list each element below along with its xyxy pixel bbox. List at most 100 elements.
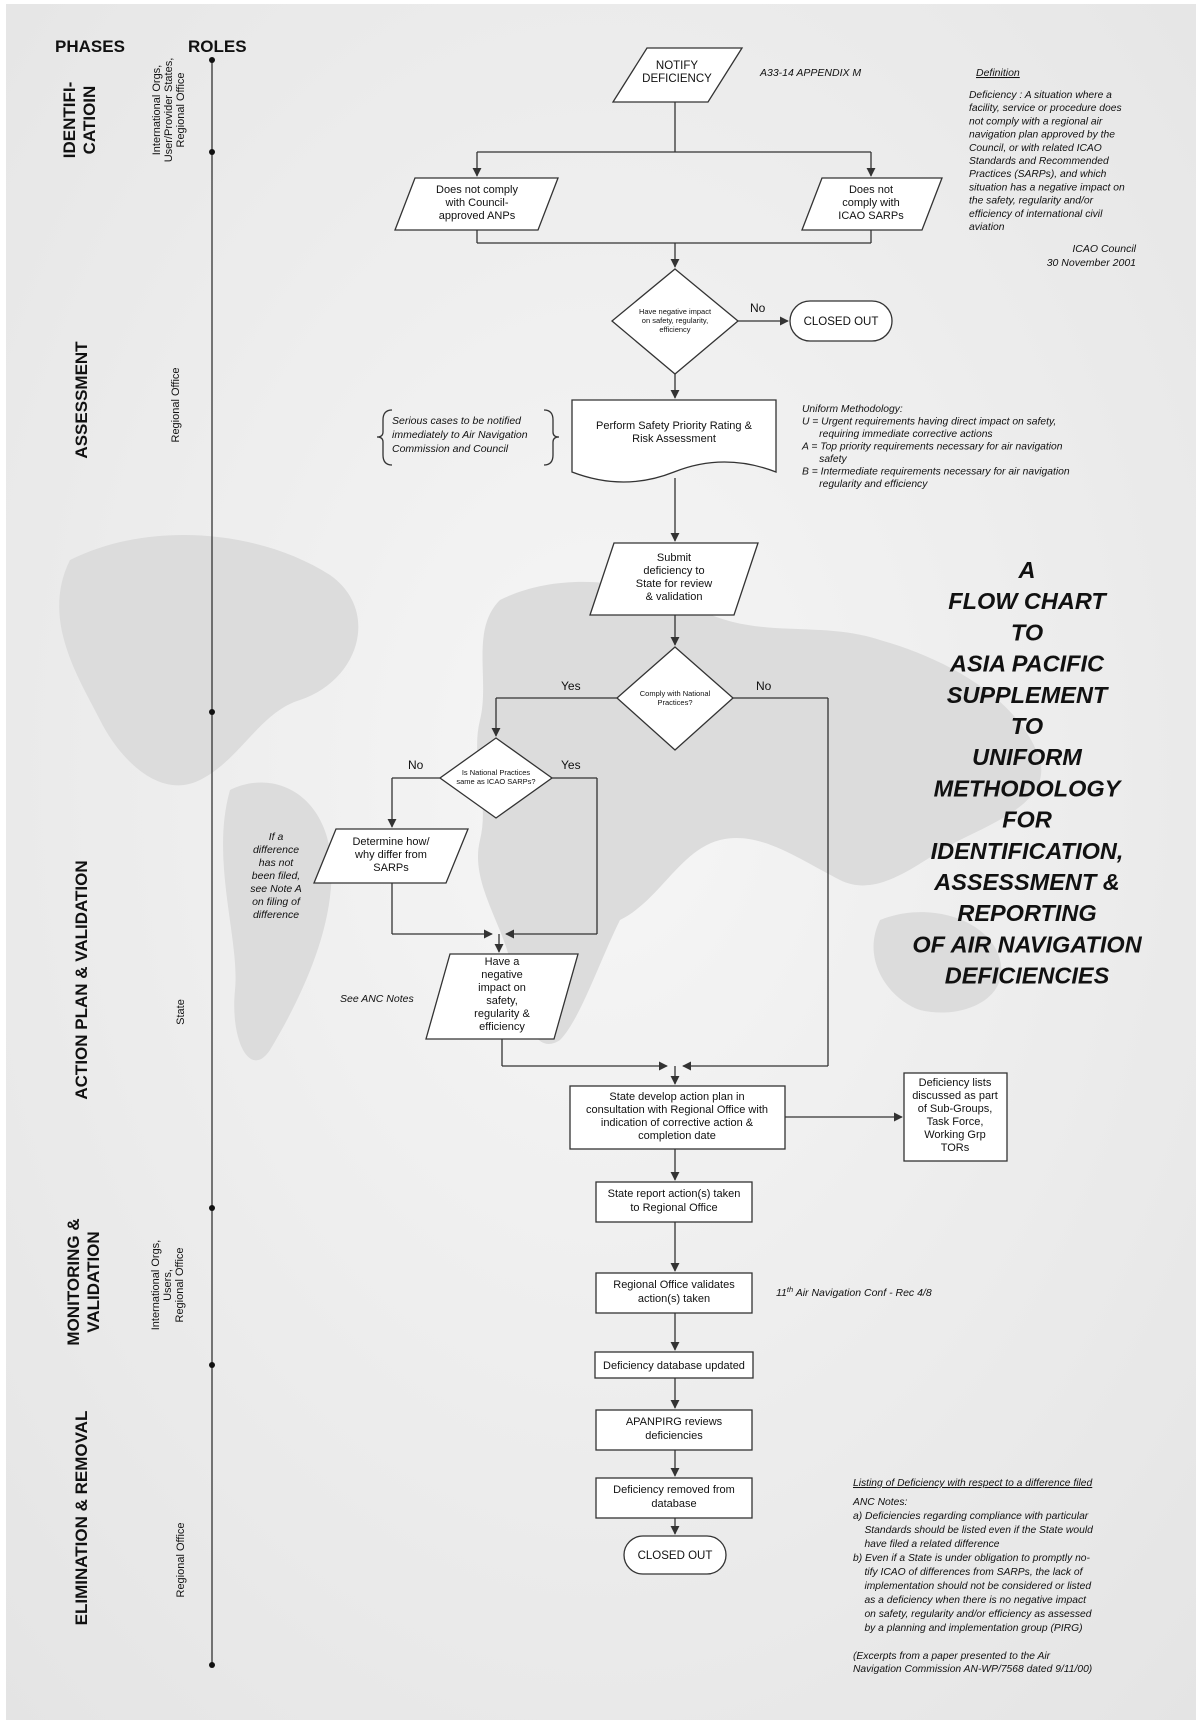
text-line: completion date [638,1130,716,1142]
svg-text:ASSESSMENT: ASSESSMENT [72,341,91,459]
role-label-monitoring: International Orgs,Users,Regional Office [150,1240,186,1331]
text-line: deficiencies [645,1430,703,1442]
text-line: B = Intermediate requirements necessary … [802,467,1070,478]
text-line: by a planning and implementation group (… [853,1623,1083,1634]
text-line: why differ from [354,849,427,861]
text-line: State report action(s) taken [608,1188,741,1200]
text-line: Commission and Council [392,443,509,455]
text-line: DEFICIENCY [642,73,712,85]
svg-text:Deficiency database updated: Deficiency database updated [603,1360,745,1372]
svg-text:State: State [175,999,187,1025]
svg-text:CLOSED OUT: CLOSED OUT [804,316,879,328]
text-line: & validation [646,591,703,603]
text-line: comply with [842,197,899,209]
text-line: regularity & [474,1008,530,1020]
text-line: ICAO Council [1072,243,1136,255]
text-line: aviation [969,222,1005,233]
svg-text:MONITORING &VALIDATION: MONITORING &VALIDATION [64,1218,103,1345]
text-line: U = Urgent requirements having direct im… [802,417,1056,428]
text-line: implementation should not be considered … [853,1581,1091,1592]
text-line: Standards and Recommended [969,156,1109,167]
phase-label-assessment: ASSESSMENT [72,341,91,459]
text-line: Regional Office [175,72,187,147]
text-line: action(s) taken [638,1293,710,1305]
text-line: TORs [941,1142,970,1154]
text-line: Does not [849,184,893,196]
text-line: Uniform Methodology: [802,404,903,415]
text-line: OF AIR NAVIGATION [912,931,1142,957]
text-line: Submit [657,552,691,564]
text-line: on safety, regularity and/or efficiency … [853,1609,1092,1620]
text-line: as a deficiency when there is no negativ… [853,1595,1087,1606]
text-line: CATIOIN [80,86,99,155]
phase-label-monitoring: MONITORING &VALIDATION [64,1218,103,1345]
text-line: (Excerpts from a paper presented to the … [853,1651,1051,1662]
node-ro-validates: Regional Office validates action(s) taken [595,1272,753,1314]
text-line: State for review [636,578,712,590]
role-label-assessment: Regional Office [170,367,182,442]
text-line: ELIMINATION & REMOVAL [72,1411,91,1626]
phases-header: PHASES [55,37,125,56]
text-line: on filing of [252,896,301,908]
text-line: Navigation Commission AN-WP/7568 dated 9… [853,1664,1092,1675]
text-line: on safety, regularity, [642,316,708,325]
text-line: UNIFORM [972,744,1082,770]
text-line: Practices (SARPs), and which [969,169,1107,180]
text-line: have filed a related difference [853,1539,1000,1550]
text-line: safety [802,454,847,465]
phase-label-identification: IDENTIFI-CATIOIN [60,82,99,159]
svg-text:IDENTIFI-CATIOIN: IDENTIFI-CATIOIN [60,82,99,159]
excerpts-note: (Excerpts from a paper presented to the … [853,1651,1092,1675]
text-line: immediately to Air Navigation [392,429,528,441]
svg-text:CLOSED OUT: CLOSED OUT [638,1550,713,1562]
text-line: 30 November 2001 [1047,257,1136,269]
text-line: Regional Office validates [613,1279,735,1291]
text-line: Perform Safety Priority Rating & [596,420,753,432]
text-line: Regional Office [174,1247,186,1322]
text-line: see Note A [250,883,302,895]
edge-label-yes-comply: Yes [561,679,581,693]
text-line: situation has a negative impact on [969,182,1125,193]
svg-text:International Orgs,Users,Regio: International Orgs,Users,Regional Office [150,1240,186,1331]
node-db-updated: Deficiency database updated [594,1351,754,1379]
text-line: FOR [1002,807,1052,833]
text-line: ANC Notes: [852,1497,907,1508]
text-line: State [175,999,187,1025]
text-line: same as ICAO SARPs? [456,777,535,786]
text-line: has not [259,857,295,869]
svg-text:Regional Office: Regional Office [170,367,182,442]
appendix-reference: A33-14 APPENDIX M [759,67,861,79]
text-line: Practices? [657,698,692,707]
text-line: impact on [478,982,526,994]
text-line: negative [481,969,523,981]
svg-text:Regional Office: Regional Office [175,1522,187,1597]
text-line: difference [253,844,299,856]
role-label-action: State [175,999,187,1025]
edge-label-no-1: No [750,301,766,315]
definition-title: Definition [976,67,1020,79]
text-line: efficiency of international civil [969,209,1103,220]
text-line: IDENTIFI- [60,82,79,159]
text-line: State develop action plan in [609,1091,744,1103]
text-line: deficiency to [643,565,704,577]
text-line: Deficiency lists [919,1077,992,1089]
